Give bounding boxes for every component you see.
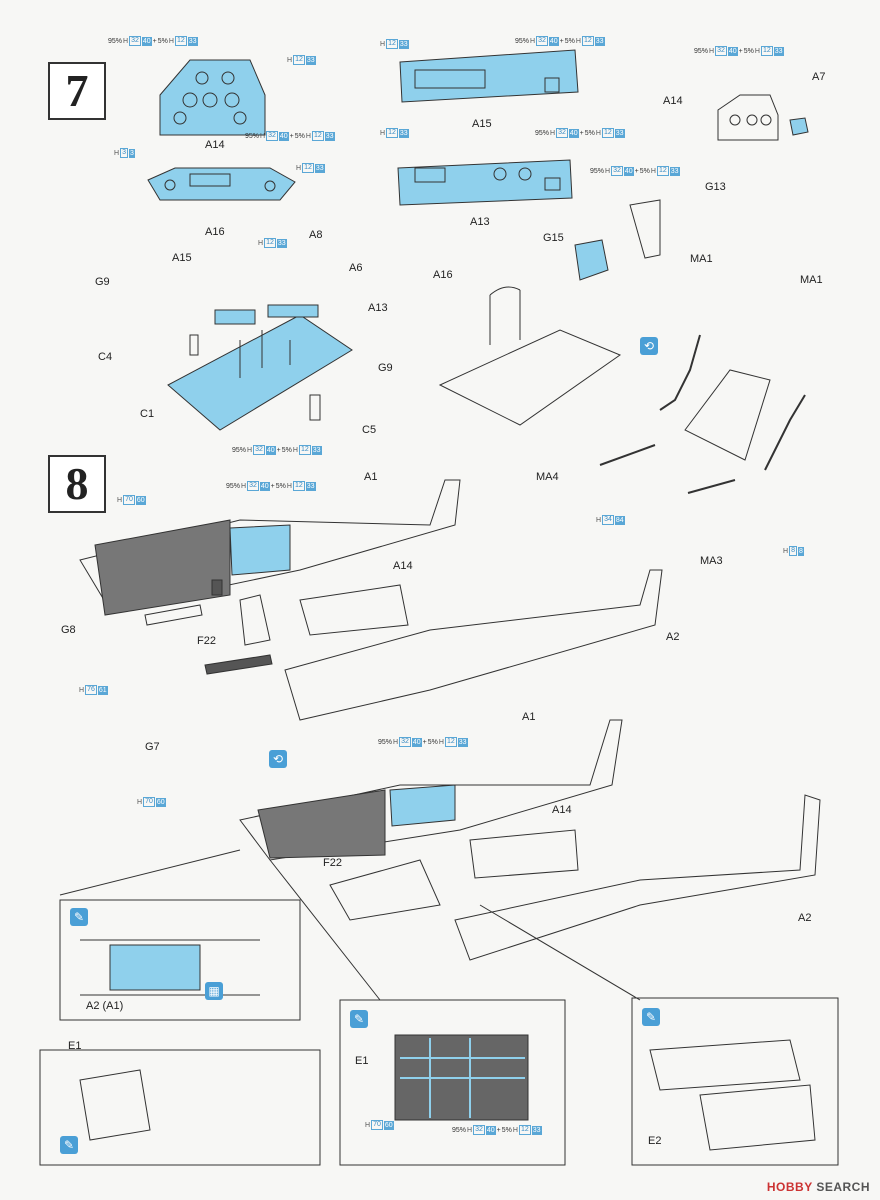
a16-lower-panel: [147, 167, 296, 201]
fuselage-upper: [79, 479, 663, 721]
step-7-box: 7: [48, 62, 106, 120]
label-a8: A8: [309, 229, 323, 241]
label-a2: A2: [666, 631, 680, 643]
reverse-view-icon: ⟲: [640, 337, 658, 355]
paint-detail-icon: ✎: [60, 1136, 78, 1154]
fuselage-lower: [239, 719, 821, 961]
label-e1-left: E1: [68, 1040, 82, 1052]
label-f22: F22: [197, 635, 216, 647]
label-a15-floor: A15: [172, 252, 192, 264]
label-e2: E2: [648, 1135, 662, 1147]
label-e1-middle: E1: [355, 1055, 369, 1067]
inset-middle: [339, 999, 566, 1166]
a15-right-panel: [399, 49, 579, 103]
a14-instrument-panel: [159, 59, 266, 136]
label-a7: A7: [812, 71, 826, 83]
paint-detail-icon: ✎: [642, 1008, 660, 1026]
label-a1-lower: A1: [522, 711, 536, 723]
reverse-view-icon: ⟲: [269, 750, 287, 768]
label-a16-right: A16: [433, 269, 453, 281]
step-8-number: 8: [65, 458, 89, 509]
paint-detail-icon: ✎: [70, 908, 88, 926]
label-g13: G13: [705, 181, 726, 193]
label-a13-floor: A13: [368, 302, 388, 314]
label-a14-small: A14: [663, 95, 683, 107]
label-a2-lower: A2: [798, 912, 812, 924]
label-ma4: MA4: [536, 471, 559, 483]
paint-detail-icon: ✎: [350, 1010, 368, 1028]
cockpit-floor-left: [167, 304, 353, 431]
label-g9-right: G9: [378, 362, 393, 374]
label-g15: G15: [543, 232, 564, 244]
label-f22-lower: F22: [323, 857, 342, 869]
label-g7: G7: [145, 741, 160, 753]
step-7-number: 7: [65, 65, 89, 116]
a13-right-panel: [397, 159, 573, 206]
label-a13: A13: [470, 216, 490, 228]
label-a6: A6: [349, 262, 363, 274]
label-a14: A14: [205, 139, 225, 151]
label-ma3: MA3: [700, 555, 723, 567]
watermark: HOBBY SEARCH: [766, 1180, 870, 1194]
label-g8: G8: [61, 624, 76, 636]
inset-left: [39, 899, 321, 1166]
label-g9: G9: [95, 276, 110, 288]
label-c4: C4: [98, 351, 113, 363]
label-ma1-right: MA1: [800, 274, 823, 286]
label-ma1-left: MA1: [690, 253, 713, 265]
label-a1: A1: [364, 471, 378, 483]
step-8-box: 8: [48, 455, 106, 513]
a14-panel-small: [717, 94, 809, 141]
label-a14-lower: A14: [552, 804, 572, 816]
label-a14-step8: A14: [393, 560, 413, 572]
label-a15: A15: [472, 118, 492, 130]
label-c5: C5: [362, 424, 377, 436]
label-a16: A16: [205, 226, 225, 238]
cockpit-floor-right: [438, 199, 661, 426]
texture-icon: ▦: [205, 982, 223, 1000]
label-a2-a1: A2 (A1): [86, 1000, 124, 1012]
label-c1: C1: [140, 408, 155, 420]
inset-right: [631, 997, 839, 1166]
seat-harness: [599, 334, 806, 494]
